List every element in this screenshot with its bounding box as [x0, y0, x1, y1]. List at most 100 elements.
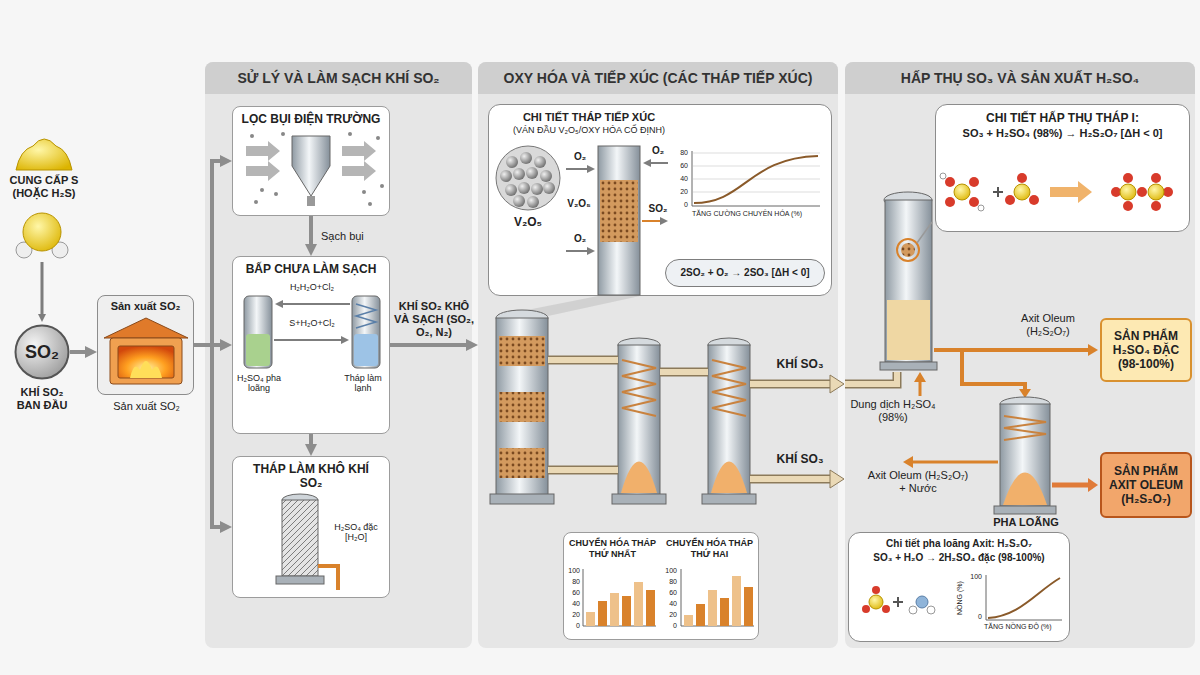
h2s-molecule — [23, 213, 61, 251]
axis-tick: 0 — [966, 613, 982, 621]
supply-label: CUNG CẤP S (HOẶC H₂S) — [4, 174, 84, 199]
electrostatic-filter — [348, 132, 352, 136]
conversion-bar-chart — [708, 590, 717, 626]
axis-title: TĂNG CƯỜNG CHUYỂN HÓA (%) — [692, 210, 822, 218]
reagent-label: H₂H₂O+Cl₂ — [274, 282, 350, 292]
catalyst-pellets — [527, 196, 539, 208]
tower-label: Tháp làm lạnh — [338, 373, 388, 394]
source-gas-circle: SO₂KHÍ SO₂ BAN ĐẦU — [14, 324, 70, 380]
contact-tower — [612, 494, 666, 504]
absorber-pipes — [845, 372, 897, 384]
flow-arrow — [194, 345, 220, 527]
node-heading: CHI TIẾT THÁP TIẾP XÚC — [489, 105, 831, 124]
reaction-molecules — [1123, 201, 1133, 211]
reaction-molecules — [945, 177, 955, 187]
reaction-molecules — [1148, 184, 1164, 200]
axis-tick: 100 — [966, 573, 982, 581]
dilution-molecules — [862, 586, 935, 614]
conversion-bar-chart — [634, 582, 643, 626]
axis-tick: 40 — [672, 175, 688, 183]
dilution-molecules — [882, 605, 890, 613]
catalyst-pellets — [518, 182, 530, 194]
conversion-curve-chart — [693, 153, 820, 154]
catalyst-pellets — [526, 167, 538, 179]
process-label: PHA LOÃNG — [990, 516, 1062, 529]
gas-label: O₂ — [644, 145, 672, 157]
axis-title: NỒNG (%) — [956, 578, 964, 618]
reaction-molecules — [1151, 173, 1161, 183]
furnace — [118, 346, 174, 378]
conversion-bar-chart — [586, 612, 595, 626]
contact-tower — [712, 360, 746, 416]
stream-label: KHÍ SO₃ — [765, 453, 835, 467]
conversion-curve-chart — [694, 156, 818, 203]
contact-tower — [708, 345, 750, 495]
axis-tick: 0 — [672, 201, 688, 209]
node-heading: SO₂ — [14, 324, 70, 380]
scrubber-towers — [352, 296, 380, 368]
absorber-tower — [917, 222, 932, 243]
reaction-molecules — [1050, 181, 1092, 203]
axis-tick: 40 — [662, 600, 677, 608]
catalyst-pellets — [531, 183, 543, 195]
conversion-bar-chart — [610, 593, 619, 626]
drying-tower — [318, 566, 338, 590]
tower-label: H₂SO₄ đặc [H₂O] — [326, 522, 386, 543]
scrubber-towers — [356, 304, 376, 328]
absorber-pipes — [962, 350, 1025, 390]
conversion-bar-chart — [732, 576, 741, 626]
dilution-molecules — [916, 596, 928, 608]
scrubber-towers — [274, 339, 341, 341]
catalyst-pellets — [500, 170, 512, 182]
catalyst-pellets — [520, 152, 532, 164]
conversion-curve-chart — [692, 151, 820, 206]
absorber-pipes — [919, 381, 922, 396]
reaction-molecules — [945, 197, 955, 207]
catalyst-bed-cylinder — [651, 162, 668, 164]
electrostatic-filter — [281, 132, 285, 136]
catalyst-bed-cylinder — [566, 168, 587, 170]
reaction-molecules — [1120, 184, 1136, 200]
gas-label: O₂ — [566, 233, 594, 245]
absorber-pipes — [914, 372, 926, 382]
node-heading: OXY HÓA VÀ TIẾP XÚC (CÁC THÁP TIẾP XÚC) — [478, 62, 838, 94]
gas-pipe — [830, 470, 844, 488]
axis-tick: 60 — [662, 589, 677, 597]
concentration-curve-chart — [986, 575, 987, 620]
dilution-molecules — [872, 586, 880, 594]
electrostatic-filter — [274, 192, 278, 196]
catalyst-bed-cylinder — [566, 146, 668, 295]
reaction-molecules — [978, 205, 984, 211]
electrostatic-filter — [250, 134, 254, 138]
flow-arrow — [70, 350, 85, 354]
detail-callout: CHI TIẾT HẤP THỤ THÁP I:SO₃ + H₂SO₄ (98%… — [935, 104, 1190, 232]
reagent-label: S+H₂O+Cl₂ — [274, 318, 350, 328]
conversion-curve-chart — [692, 206, 820, 207]
concentration-curve-chart — [986, 575, 1062, 620]
axis-tick: 40 — [565, 600, 580, 608]
absorber-pipes — [934, 348, 1089, 352]
electrostatic-filter — [376, 136, 380, 140]
node-heading: SỬ LÝ VÀ LÀM SẠCH KHÍ SO₂ — [205, 62, 472, 94]
furnace — [130, 361, 162, 378]
conversion-bar-chart — [583, 569, 584, 626]
node-heading: Sản xuất SO₂ — [98, 296, 193, 313]
flow-arrow — [309, 216, 313, 244]
reaction-molecules — [1123, 173, 1133, 183]
conversion-bar-chart — [696, 604, 705, 626]
dilution-tower — [994, 397, 1056, 514]
electrostatic-filter — [292, 136, 330, 196]
electrostatic-filter — [254, 200, 258, 204]
stream-label: KHÍ SO₃ — [765, 358, 835, 372]
conversion-bar-chart — [681, 569, 682, 626]
conversion-curve-chart — [693, 179, 820, 180]
catalyst-label: V₂O₅ — [562, 198, 596, 210]
contact-tower — [612, 338, 666, 504]
gas-label: O₂ — [566, 151, 594, 163]
conversion-bar-chart — [583, 569, 754, 626]
electrostatic-filter — [362, 190, 366, 194]
conversion-bar-chart — [684, 615, 693, 626]
converter-tower — [499, 392, 545, 422]
furnace — [110, 338, 182, 384]
node-heading: THÁP LÀM KHÔ KHÍ SO₂ — [246, 457, 376, 490]
